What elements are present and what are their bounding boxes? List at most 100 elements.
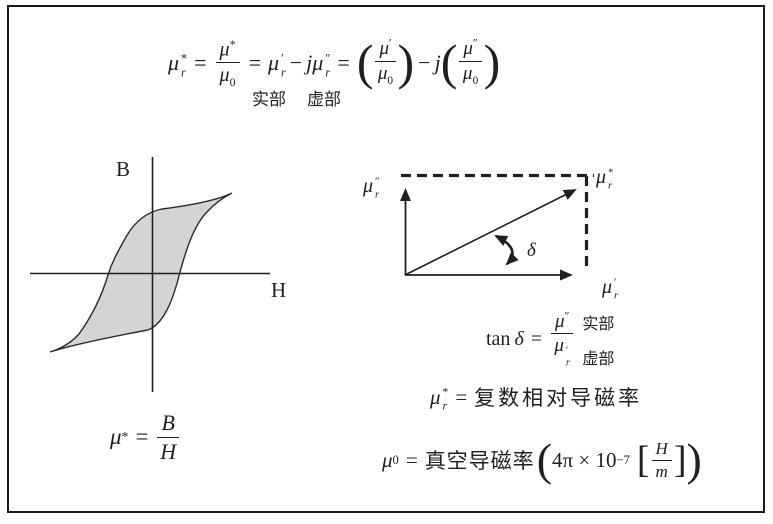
numerator: μ′: [375, 38, 396, 63]
equals-sign: =: [337, 50, 350, 75]
left-paren: (: [536, 434, 553, 486]
sub-r: r: [181, 65, 186, 80]
j-symbol: j: [434, 50, 441, 75]
sup-dprime: ″: [564, 310, 570, 323]
mu-symbol: μ: [377, 63, 388, 85]
mu-symbol: μ: [110, 424, 122, 449]
mu-prime-over-mu0-fraction: μ′ μ0: [375, 38, 396, 87]
left-paren: (: [440, 34, 458, 91]
mu-symbol: μ: [379, 38, 390, 60]
sup-dprime: ″: [375, 175, 380, 188]
sup-dprime: ″: [472, 38, 478, 51]
sup-prime: ′: [281, 51, 284, 66]
star-r-supsub: *r: [608, 167, 614, 191]
H-over-m-fraction: H m: [651, 439, 672, 481]
sub-r: r: [614, 288, 619, 301]
denominator: μ′r: [554, 334, 570, 368]
numerator-B: B: [157, 410, 179, 438]
mu-symbol: μ: [219, 64, 230, 87]
delta-symbol: δ: [514, 327, 524, 350]
h-axis-label: H: [271, 278, 287, 302]
sup-star: *: [121, 429, 129, 445]
tan-label: tan: [486, 327, 511, 350]
denominator: μ0: [378, 62, 393, 87]
equals-sign: =: [135, 424, 149, 449]
vector-tip-label: μ*r: [596, 165, 614, 191]
part-labels-column: 实部 虚部: [582, 310, 614, 369]
right-paren: ): [397, 34, 415, 91]
mu-star-over-mu0-fraction: μ* μ0: [215, 36, 240, 88]
sup-prime: ′: [565, 345, 569, 357]
sub-zero: 0: [387, 75, 394, 88]
exponent: −7: [616, 452, 630, 467]
sub-zero: 0: [472, 75, 479, 88]
left-paren: (: [356, 34, 374, 91]
unit-numerator-H: H: [651, 439, 672, 461]
hysteresis-plot: [30, 157, 270, 392]
sup-dprime: ″: [325, 51, 331, 66]
sup-star: *: [608, 166, 614, 179]
equals-sign: =: [405, 447, 418, 472]
delta-angle-arc: [494, 234, 519, 266]
imag-part-label: 虚部: [582, 350, 615, 368]
imag-part-label: 虚部: [307, 90, 341, 109]
mu-r-dprime-term: μ″r: [312, 50, 331, 80]
complex-permeability-definition: μ*r = 复数相对导磁率: [430, 381, 642, 413]
sub-r: r: [281, 65, 286, 80]
mu-symbol: μ: [554, 335, 564, 357]
right-paren: ): [483, 34, 501, 91]
equals-sign: =: [530, 327, 543, 350]
mu-dprime-over-mu0-fraction: μ″ μ0: [459, 38, 482, 87]
vacuum-permeability-text: 真空导磁率: [424, 449, 535, 473]
sup-prime: ′: [389, 38, 392, 51]
delta-angle-label: δ: [527, 240, 536, 261]
mu-symbol: μ: [596, 165, 607, 188]
sup-prime: ′: [614, 276, 617, 289]
sup-star: *: [442, 386, 449, 399]
equals-sign: =: [248, 50, 261, 75]
mu-r-prime-term: μ′r: [267, 50, 286, 78]
sub-r: r: [608, 178, 613, 191]
sub-zero: 0: [392, 452, 399, 467]
equals-sign: =: [194, 50, 207, 75]
numerator: μ*: [215, 36, 240, 64]
real-part-label: 实部: [582, 315, 615, 333]
denominator: μ0: [463, 62, 478, 87]
sub-r: r: [325, 65, 331, 80]
dprime-r-supsub: ″r: [375, 176, 380, 200]
mu-symbol: μ: [602, 275, 613, 298]
mu-symbol: μ: [267, 50, 280, 75]
mu-symbol: μ: [462, 63, 473, 85]
real-axis-label: μ′r: [602, 275, 619, 301]
complex-permeability-text: 复数相对导磁率: [474, 386, 643, 410]
sub-r: r: [442, 400, 448, 413]
value-4pi: 4π × 10: [552, 447, 617, 472]
hysteresis-loop: [49, 192, 233, 353]
prime-r-supsub: ′r: [281, 52, 286, 78]
denominator: μ0: [220, 63, 236, 88]
sup-star: *: [229, 36, 236, 51]
left-bracket: [: [636, 438, 650, 481]
vector-diagram: [400, 173, 594, 281]
mu-ratio-fraction: μ″ μ′r: [551, 310, 574, 369]
minus-sign: −: [418, 50, 431, 75]
mu-symbol: μ: [312, 50, 324, 75]
minus-sign: −: [289, 50, 303, 75]
mu-r-star-term: μ*r: [168, 50, 187, 80]
j-symbol: j: [306, 50, 313, 75]
mu-symbol: μ: [363, 174, 374, 197]
equals-sign: =: [455, 384, 468, 409]
numerator: μ″: [551, 310, 574, 335]
denominator-H: H: [160, 438, 177, 464]
unit-denominator-m: m: [655, 461, 668, 481]
B-over-H-fraction: B H: [157, 410, 179, 464]
real-part-label: 实部: [252, 90, 286, 109]
imag-axis-label: μ″r: [363, 174, 380, 200]
mu-symbol: μ: [555, 310, 565, 332]
numerator: μ″: [459, 38, 482, 63]
tan-delta-formula: tan δ = μ″ μ′r 实部 虚部: [486, 303, 614, 375]
mu-r-star-term: μ*r: [430, 384, 449, 413]
right-paren: ): [686, 434, 702, 486]
